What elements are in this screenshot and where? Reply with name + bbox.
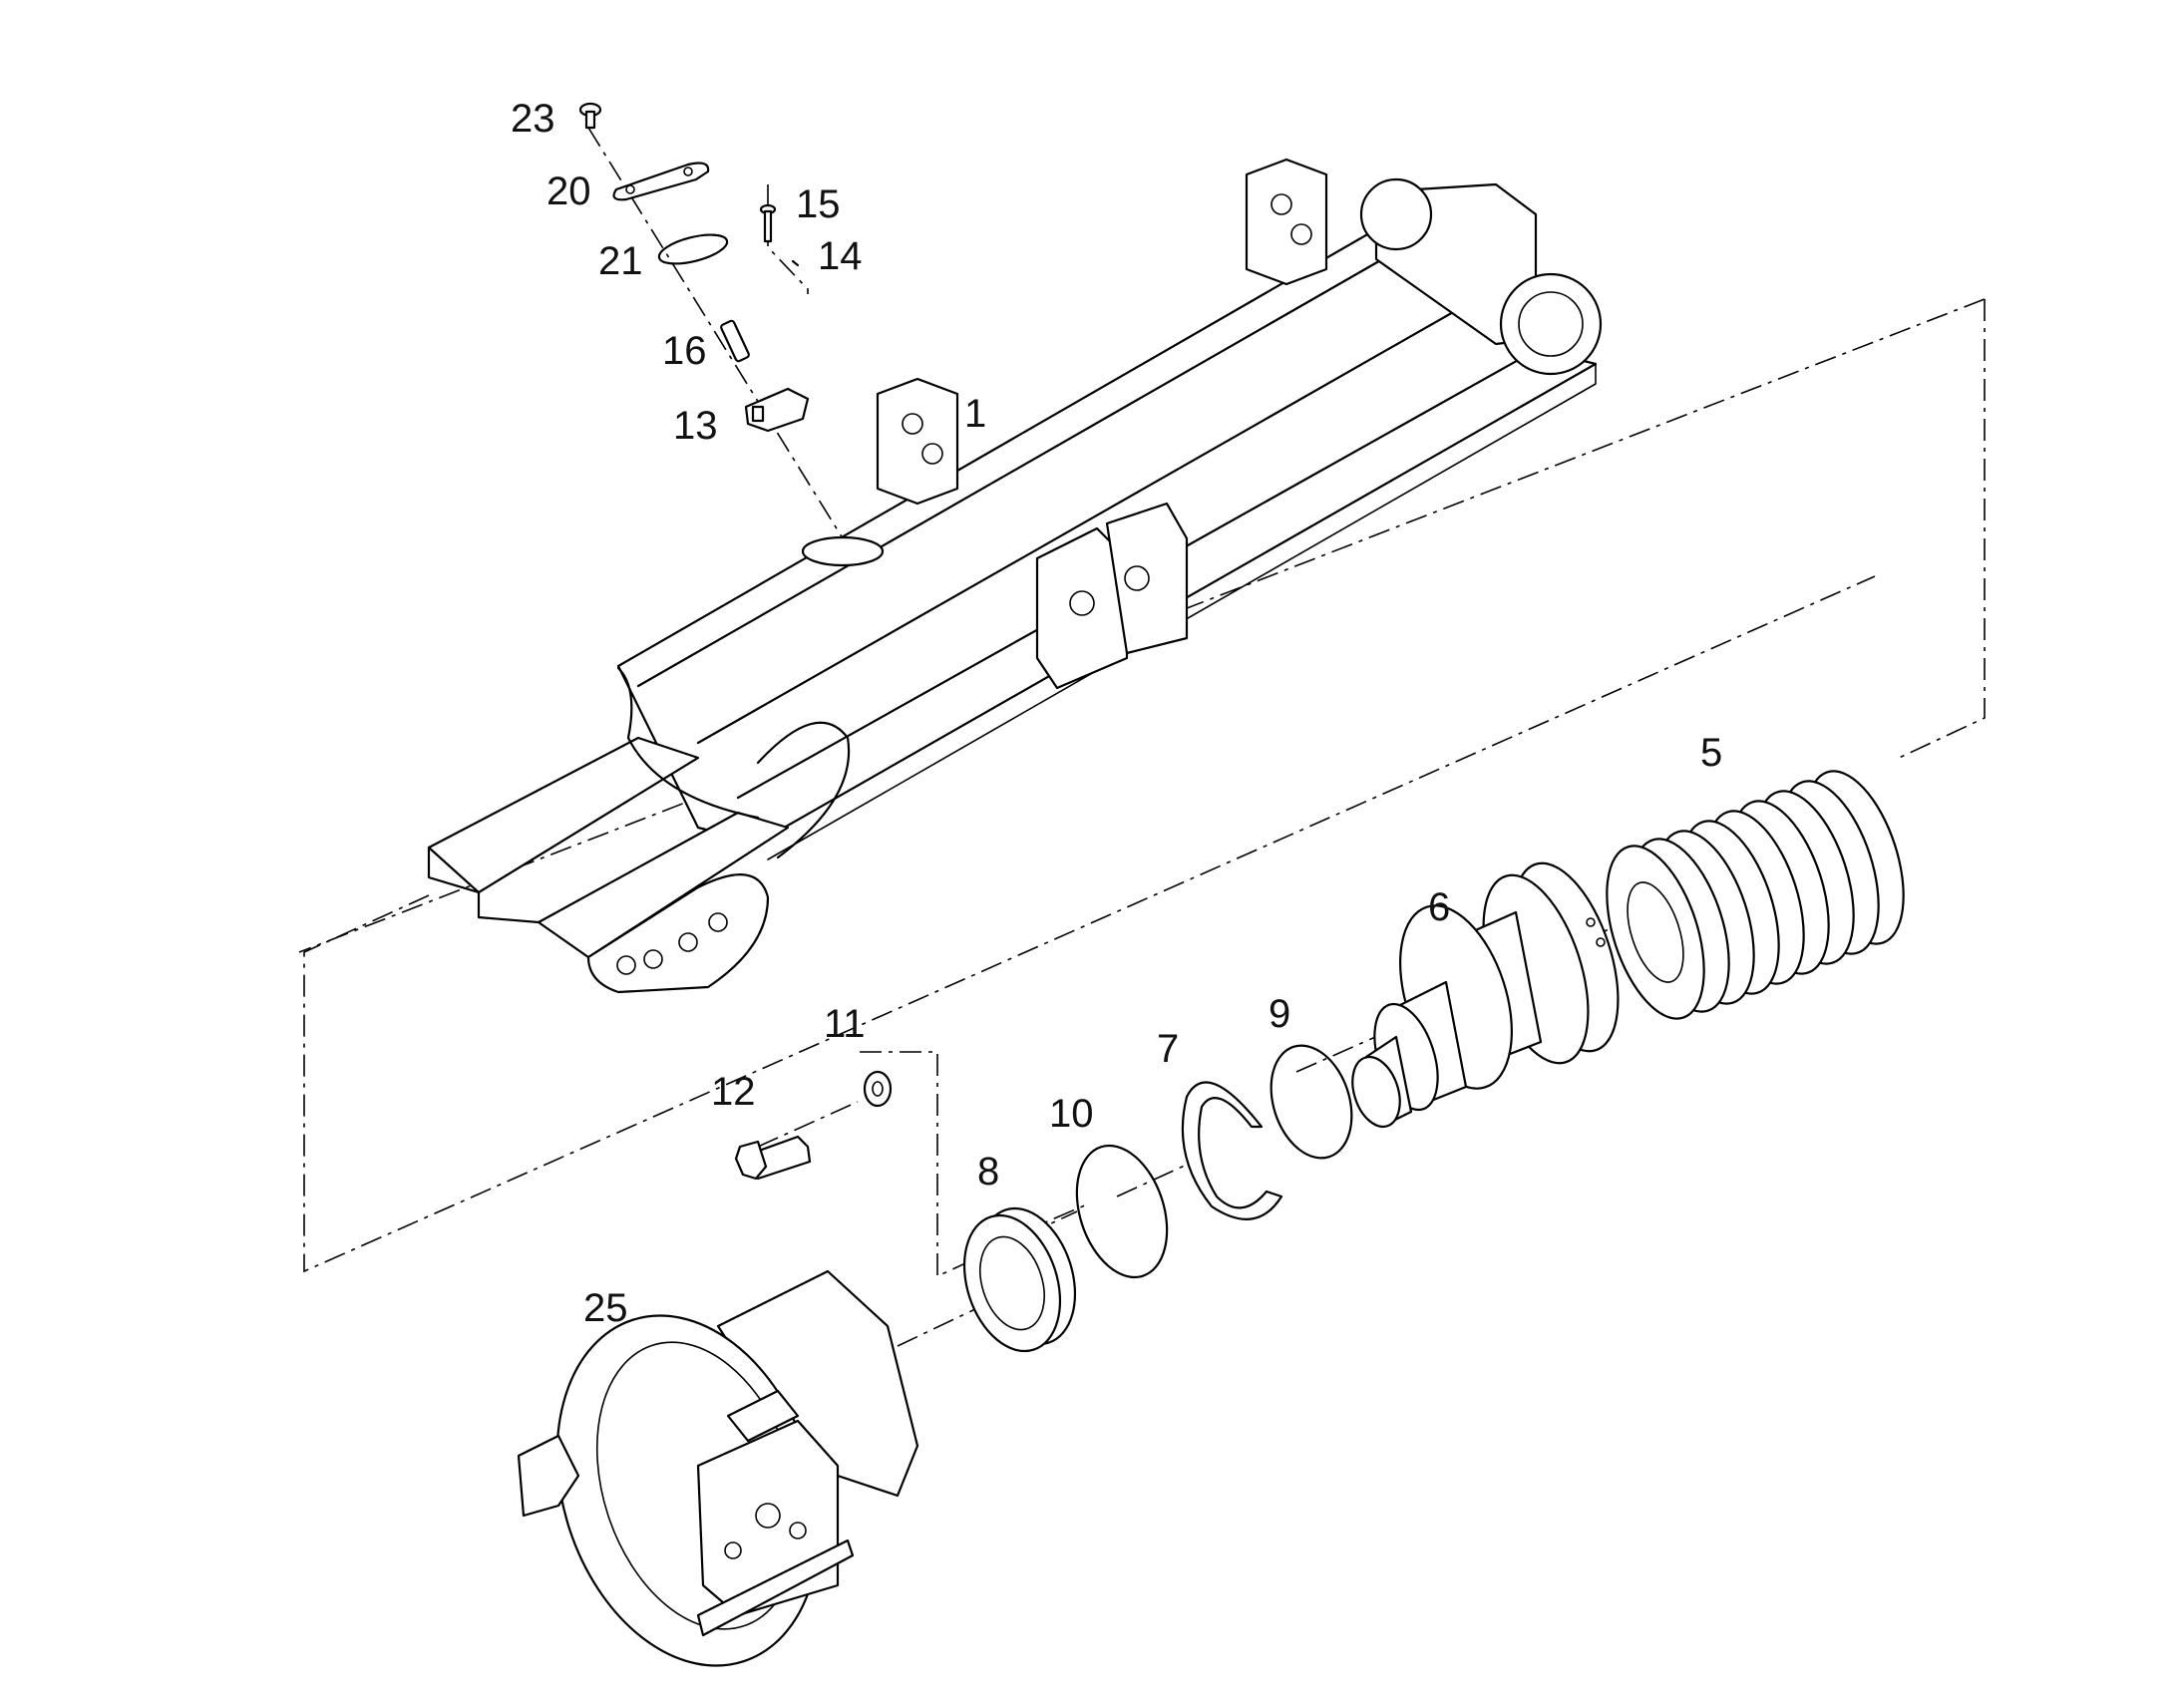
cover-plate-part-20 (612, 162, 710, 201)
callout-1: 1 (964, 392, 986, 436)
callout-16: 16 (662, 329, 707, 373)
callout-labels: 23 20 15 21 14 16 13 1 5 6 11 7 9 12 10 … (511, 97, 1722, 1330)
o-ring-part-9 (1270, 1044, 1353, 1160)
bolt-part-12 (734, 1135, 812, 1181)
washer-part-14 (791, 259, 800, 267)
callout-11: 11 (824, 1002, 866, 1046)
callout-6: 6 (1428, 885, 1450, 929)
callout-13: 13 (673, 404, 718, 448)
recoil-spring-part-5 (1606, 770, 1905, 1020)
callout-8: 8 (977, 1150, 999, 1194)
bracket-part-13 (744, 387, 810, 433)
track-frame-part-1 (427, 158, 1603, 994)
screw-part-15 (759, 203, 777, 243)
callout-10: 10 (1049, 1092, 1094, 1136)
callout-5: 5 (1700, 731, 1722, 775)
grease-fitting-part-16 (720, 319, 750, 363)
callout-20: 20 (546, 170, 591, 213)
callout-21: 21 (598, 239, 643, 283)
callout-9: 9 (1269, 992, 1290, 1036)
o-ring-part-10 (1075, 1144, 1169, 1279)
callout-23: 23 (511, 97, 555, 141)
washer-part-11 (863, 1070, 893, 1108)
callout-14: 14 (818, 234, 863, 278)
callout-15: 15 (796, 182, 841, 226)
backup-ring-part-7 (1181, 1081, 1283, 1220)
screw-part-23 (578, 102, 602, 130)
o-ring-part-21 (657, 233, 729, 265)
seal-part-8 (962, 1206, 1077, 1353)
callout-25: 25 (583, 1286, 628, 1330)
tension-cylinder-part-6 (1351, 861, 1620, 1129)
idler-assembly-part-25 (517, 1269, 919, 1667)
callout-12: 12 (711, 1070, 756, 1114)
callout-7: 7 (1157, 1027, 1179, 1071)
